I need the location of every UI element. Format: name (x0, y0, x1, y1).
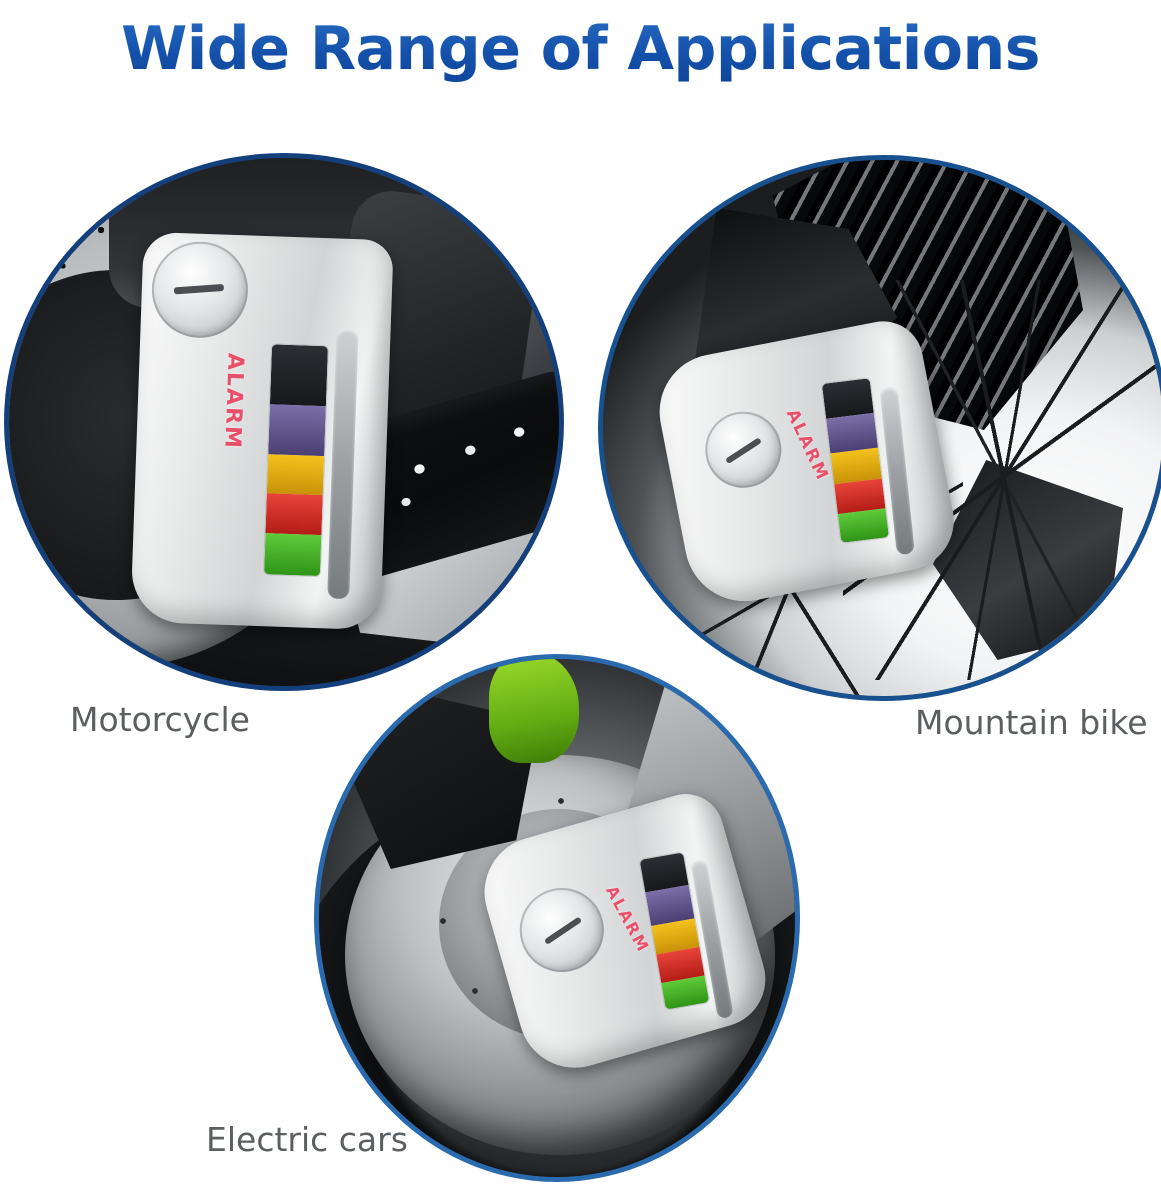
page-title: Wide Range of Applications (0, 14, 1161, 84)
indicator-swatch-dark (821, 378, 874, 419)
indicator-swatch-purple (268, 404, 326, 457)
indicator-swatch-dark (269, 344, 328, 407)
caption-mountain-bike: Mountain bike (915, 703, 1148, 742)
caption-motorcycle: Motorcycle (70, 700, 250, 739)
indicator-swatch-red (265, 493, 323, 535)
scooter-green-accent (489, 659, 579, 763)
application-photo-motorcycle: ALARM (4, 153, 564, 691)
application-photo-mountain-bike: ALARM (598, 155, 1161, 701)
scene-electric-cars: ALARM (319, 659, 795, 1177)
disc-brake-alarm-lock: ALARM (130, 231, 394, 631)
alarm-label-text: ALARM (219, 352, 248, 451)
scene-motorcycle: ALARM (9, 158, 559, 686)
indicator-swatch-gold (266, 454, 325, 496)
indicator-swatch-green (837, 508, 890, 543)
indicator-swatch-green (264, 532, 322, 577)
disc-brake-alarm-lock: ALARM (649, 314, 963, 612)
scene-mountain-bike: ALARM (603, 160, 1161, 696)
lock-indicator-sticker (264, 344, 328, 577)
application-photo-electric-cars: ALARM (314, 654, 800, 1182)
indicator-swatch-purple (826, 413, 879, 454)
